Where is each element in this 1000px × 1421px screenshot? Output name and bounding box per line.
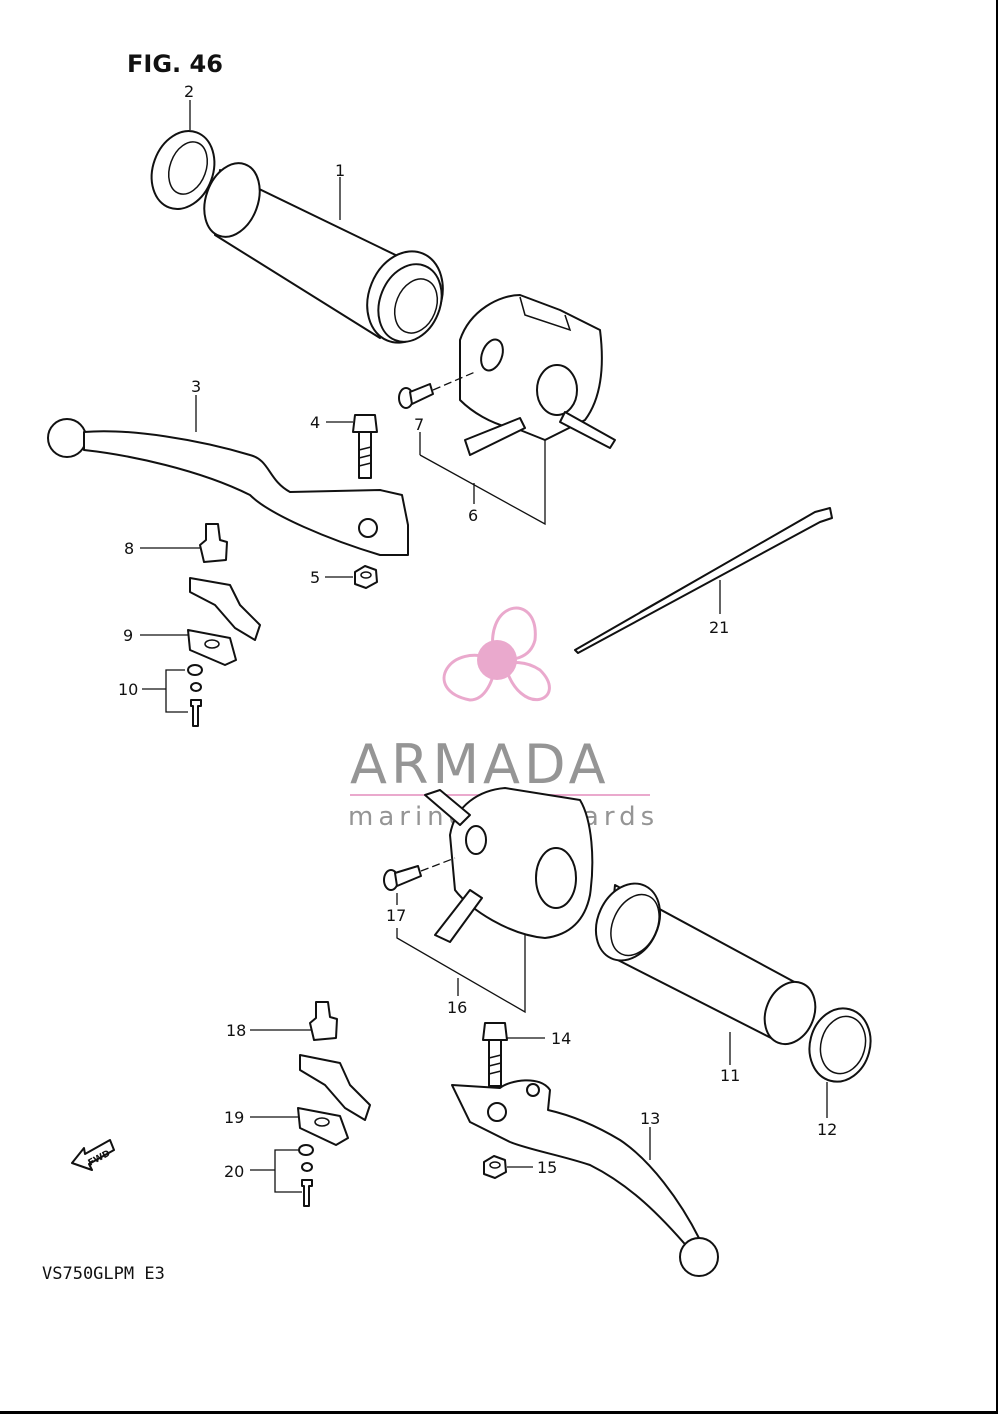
- leader-lines: [140, 100, 828, 1193]
- label-part-16: 16: [447, 998, 467, 1017]
- bracket-part-9: [187, 577, 261, 666]
- label-part-14: 14: [551, 1029, 571, 1048]
- label-part-2: 2: [184, 82, 194, 101]
- bracket-part-19: [297, 1054, 371, 1146]
- label-part-9: 9: [123, 626, 133, 645]
- switch-housing-left: [424, 787, 594, 943]
- handlebar-grip-left: [594, 882, 817, 1046]
- nut-part-15: [483, 1155, 507, 1179]
- brake-lever-front: [47, 418, 409, 556]
- label-part-6: 6: [468, 506, 478, 525]
- cable-tie: [574, 507, 833, 654]
- screw-set-part-20: [298, 1144, 314, 1207]
- label-part-18: 18: [226, 1021, 246, 1040]
- label-part-20: 20: [224, 1162, 244, 1181]
- part-number-labels: 2 1 3 4 7 6 8 5 9 10 21 17 16 18 14 11 1…: [118, 82, 837, 1181]
- bolt-part-14: [482, 1022, 508, 1087]
- screw-set-part-10: [187, 664, 203, 727]
- label-part-1: 1: [335, 161, 345, 180]
- figure-title: FIG. 46: [127, 50, 223, 78]
- label-part-10: 10: [118, 680, 138, 699]
- label-part-8: 8: [124, 539, 134, 558]
- label-part-21: 21: [709, 618, 729, 637]
- grip-end-ring-bottom: [808, 1007, 872, 1083]
- label-part-17: 17: [386, 906, 406, 925]
- grip-end-ring-top: [150, 130, 216, 210]
- screw-part-7: [398, 371, 476, 409]
- label-part-12: 12: [817, 1120, 837, 1139]
- screw-part-17: [383, 857, 456, 891]
- model-code: VS750GLPM E3: [42, 1264, 165, 1284]
- watermark-brand: ARMADA: [350, 733, 610, 796]
- label-part-19: 19: [224, 1108, 244, 1127]
- clutch-lever: [451, 1079, 719, 1277]
- label-part-5: 5: [310, 568, 320, 587]
- propeller-hub-icon: [477, 640, 517, 680]
- label-part-13: 13: [640, 1109, 660, 1128]
- label-part-7: 7: [414, 415, 424, 434]
- label-part-15: 15: [537, 1158, 557, 1177]
- label-part-11: 11: [720, 1066, 740, 1085]
- switch-part-18: [309, 1001, 338, 1041]
- switch-housing-right: [459, 294, 616, 456]
- throttle-grip: [203, 162, 444, 344]
- label-part-3: 3: [191, 377, 201, 396]
- nut-part-5: [354, 565, 378, 589]
- label-part-4: 4: [310, 413, 320, 432]
- bolt-part-4: [352, 414, 378, 479]
- switch-part-8: [199, 523, 228, 563]
